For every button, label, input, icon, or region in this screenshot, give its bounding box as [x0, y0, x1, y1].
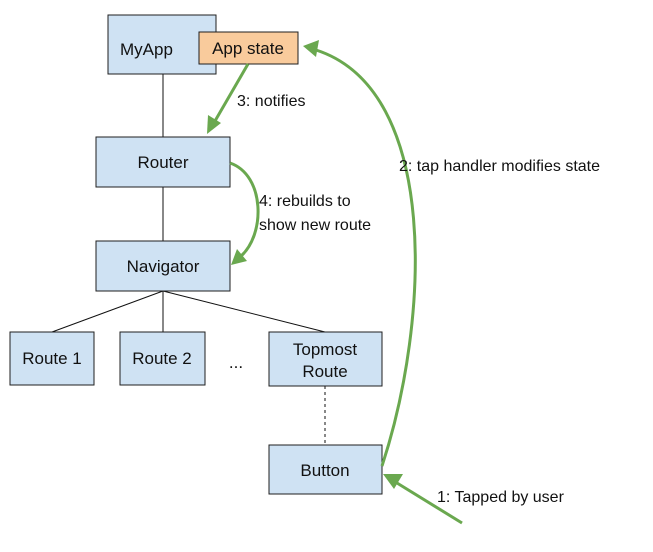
topmost-route-label-line1: Topmost	[293, 340, 358, 359]
app-state-box	[198, 31, 299, 65]
edge-navigator-route1	[51, 290, 164, 333]
annotation-step4-line1: 4: rebuilds to	[259, 193, 351, 210]
annotation-step2: 2: tap handler modifies state	[399, 158, 600, 175]
arrow-step3	[207, 63, 250, 134]
myapp-box	[107, 14, 217, 75]
navigator-box	[95, 240, 231, 292]
topmost-route-label-line2: Route	[302, 362, 347, 381]
annotation-step1: 1: Tapped by user	[437, 489, 565, 506]
arrow-step2	[303, 40, 417, 467]
arrow-step1	[383, 474, 463, 525]
route2-box	[119, 331, 206, 386]
route1-label: Route 1	[22, 349, 82, 368]
router-node: Router	[95, 136, 231, 188]
route2-label: Route 2	[132, 349, 192, 368]
arrow-step1-line	[396, 481, 463, 525]
arrow-step4	[229, 161, 260, 265]
arrow-step3-head	[207, 115, 221, 134]
router-label: Router	[137, 153, 188, 172]
navigator-node: Navigator	[95, 240, 231, 292]
topmost-route-box	[268, 331, 383, 387]
app-state-label: App state	[212, 39, 284, 58]
arrow-step1-head	[383, 474, 403, 489]
ellipsis-label: ...	[229, 353, 243, 372]
annotation-step4-line2: show new route	[259, 217, 371, 234]
arrow-step4-line	[229, 161, 260, 259]
route1-node: Route 1	[9, 331, 95, 386]
button-label: Button	[300, 461, 349, 480]
route1-box	[9, 331, 95, 386]
navigator-label: Navigator	[127, 257, 200, 276]
annotation-step3: 3: notifies	[237, 93, 305, 110]
myapp-label: MyApp	[120, 40, 173, 59]
button-node: Button	[268, 444, 383, 495]
arrow-step2-line	[315, 48, 417, 467]
router-box	[95, 136, 231, 188]
app-state-node: App state	[198, 31, 299, 65]
arrow-step3-line	[213, 63, 250, 122]
myapp-node: MyApp	[107, 14, 217, 75]
route2-node: Route 2	[119, 331, 206, 386]
arrow-step2-head	[303, 40, 319, 57]
button-box	[268, 444, 383, 495]
topmost-route-node: Topmost Route	[268, 331, 383, 387]
edge-navigator-topmost-route	[162, 290, 326, 333]
arrow-step4-head	[231, 249, 247, 265]
